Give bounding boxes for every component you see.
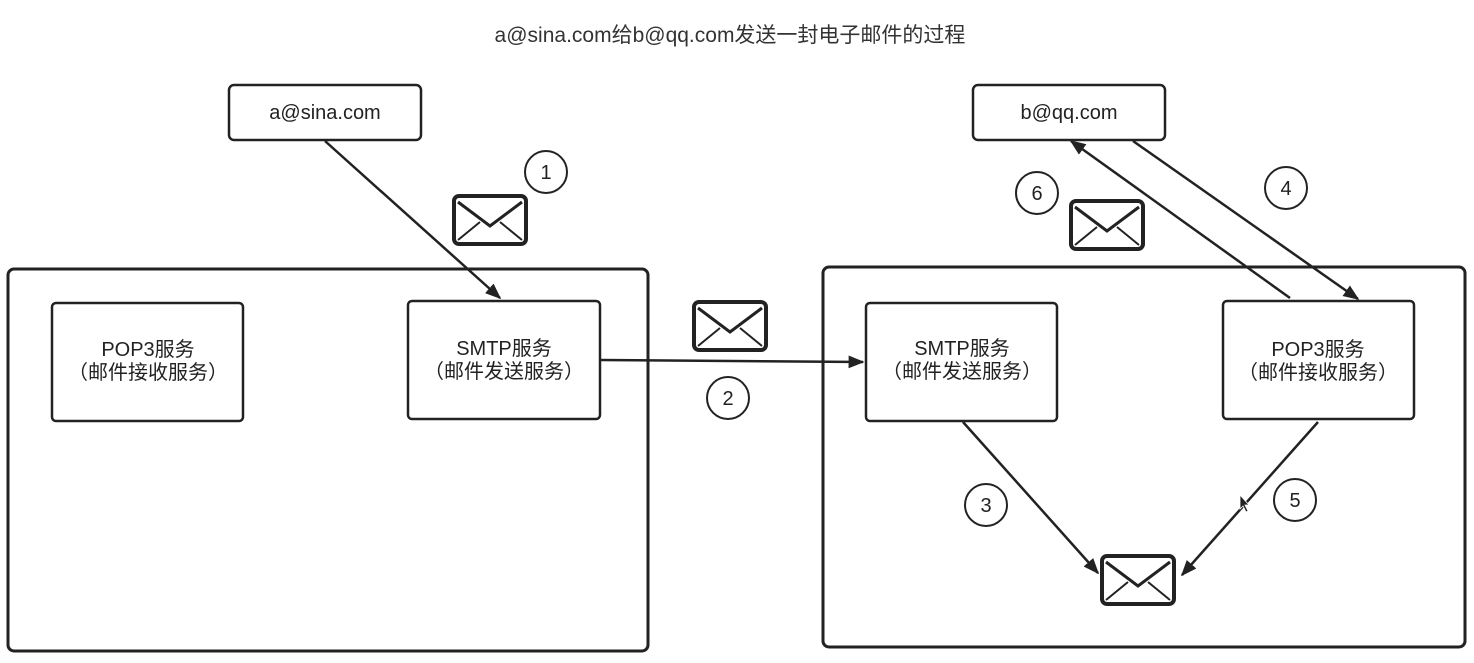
receiver-label: b@qq.com xyxy=(1020,102,1117,124)
step-number: 2 xyxy=(722,388,733,410)
arrow-step-5 xyxy=(1180,421,1319,577)
step-number: 4 xyxy=(1280,178,1291,200)
envelope-icon xyxy=(452,194,528,246)
step-3-badge: 3 xyxy=(964,483,1008,527)
service-subtitle: （邮件接收服务） xyxy=(68,361,228,384)
diagram-title: a@sina.com给b@qq.com发送一封电子邮件的过程 xyxy=(495,24,966,47)
step-number: 6 xyxy=(1031,183,1042,205)
envelope-icon xyxy=(1069,199,1145,251)
service-title: SMTP服务 xyxy=(456,337,552,360)
step-5-badge: 5 xyxy=(1273,478,1317,522)
arrow-step-6 xyxy=(1069,139,1291,300)
step-number: 5 xyxy=(1289,490,1300,512)
arrow-step-3 xyxy=(962,421,1100,575)
qq-server-box xyxy=(821,265,1467,649)
step-number: 1 xyxy=(540,162,551,184)
service-title: SMTP服务 xyxy=(914,337,1010,360)
service-title: POP3服务 xyxy=(101,338,194,361)
sina-smtp-service: SMTP服务 （邮件发送服务） xyxy=(406,299,602,421)
step-6-badge: 6 xyxy=(1015,171,1059,215)
service-subtitle: （邮件发送服务） xyxy=(882,360,1042,383)
receiver-box: b@qq.com xyxy=(971,83,1167,142)
step-2-badge: 2 xyxy=(706,376,750,420)
step-4-badge: 4 xyxy=(1264,166,1308,210)
arrow-step-4 xyxy=(1132,139,1360,301)
arrow-step-1 xyxy=(324,140,502,300)
service-subtitle: （邮件接收服务） xyxy=(1238,361,1398,384)
arrow-step-2 xyxy=(600,355,865,369)
envelope-icon xyxy=(692,300,768,352)
qq-smtp-service: SMTP服务 （邮件发送服务） xyxy=(864,301,1059,423)
service-subtitle: （邮件发送服务） xyxy=(424,360,584,383)
sina-server-box xyxy=(6,267,650,653)
cursor-icon xyxy=(1239,493,1250,513)
service-title: POP3服务 xyxy=(1271,338,1364,361)
sender-label: a@sina.com xyxy=(269,102,380,124)
qq-pop3-service: POP3服务 （邮件接收服务） xyxy=(1221,299,1416,421)
sender-box: a@sina.com xyxy=(227,83,423,142)
step-1-badge: 1 xyxy=(524,150,568,194)
step-number: 3 xyxy=(980,495,991,517)
sina-pop3-service: POP3服务 （邮件接收服务） xyxy=(50,301,245,423)
envelope-icon xyxy=(1100,554,1176,606)
